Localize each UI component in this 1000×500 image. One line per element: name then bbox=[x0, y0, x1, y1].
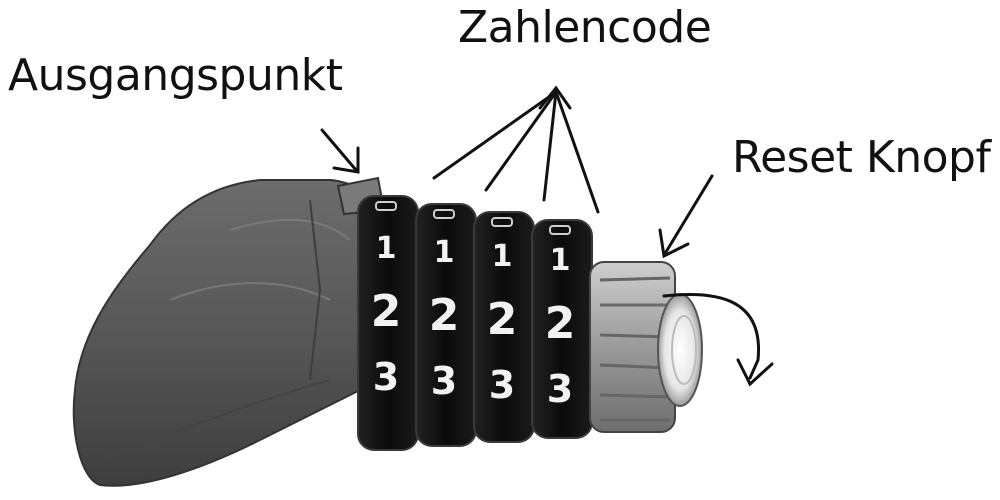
start-point-arrow bbox=[320, 128, 358, 172]
code-pointer-line-3 bbox=[542, 90, 558, 202]
dial-digit: 2 bbox=[429, 290, 460, 341]
dial-partial-digit bbox=[491, 217, 513, 227]
lock-housing bbox=[72, 179, 397, 487]
dial-digit: 2 bbox=[487, 294, 518, 345]
dial-3[interactable]: 1 2 3 bbox=[473, 211, 535, 443]
dial-digit: 2 bbox=[371, 286, 402, 337]
code-pointer-line-1 bbox=[432, 90, 558, 180]
code-pointer-line-2 bbox=[484, 90, 558, 192]
dial-digit: 1 bbox=[434, 235, 455, 270]
dial-digit: 3 bbox=[431, 359, 457, 403]
annotation-lines bbox=[320, 85, 774, 387]
code-label: Zahlencode bbox=[458, 2, 712, 53]
dial-4[interactable]: 1 2 3 bbox=[531, 219, 593, 439]
dial-digit: 1 bbox=[550, 243, 571, 278]
reset-arrowhead bbox=[658, 228, 690, 259]
dial-partial-digit bbox=[375, 201, 397, 211]
dial-partial-digit bbox=[433, 209, 455, 219]
dial-digit: 3 bbox=[373, 355, 399, 399]
dial-digit: 2 bbox=[545, 298, 576, 349]
code-pointer-line-4 bbox=[554, 90, 600, 214]
reset-knob[interactable] bbox=[589, 261, 703, 433]
reset-arrow bbox=[664, 174, 714, 254]
start-point-arrowhead bbox=[332, 146, 360, 174]
dial-digit: 3 bbox=[489, 363, 515, 407]
dial-digit: 1 bbox=[492, 239, 513, 274]
rotation-arrowhead bbox=[736, 358, 774, 387]
dial-2[interactable]: 1 2 3 bbox=[415, 203, 477, 447]
dial-digit: 1 bbox=[376, 231, 397, 266]
dial-digit: 3 bbox=[547, 367, 573, 411]
code-arrowhead bbox=[538, 85, 572, 110]
dial-1[interactable]: 1 2 3 bbox=[357, 195, 419, 451]
dial-partial-digit bbox=[549, 225, 571, 235]
start-point-label: Ausgangspunkt bbox=[8, 50, 343, 101]
rotation-arrow bbox=[662, 292, 761, 380]
reset-button-label: Reset Knopf bbox=[732, 132, 991, 183]
